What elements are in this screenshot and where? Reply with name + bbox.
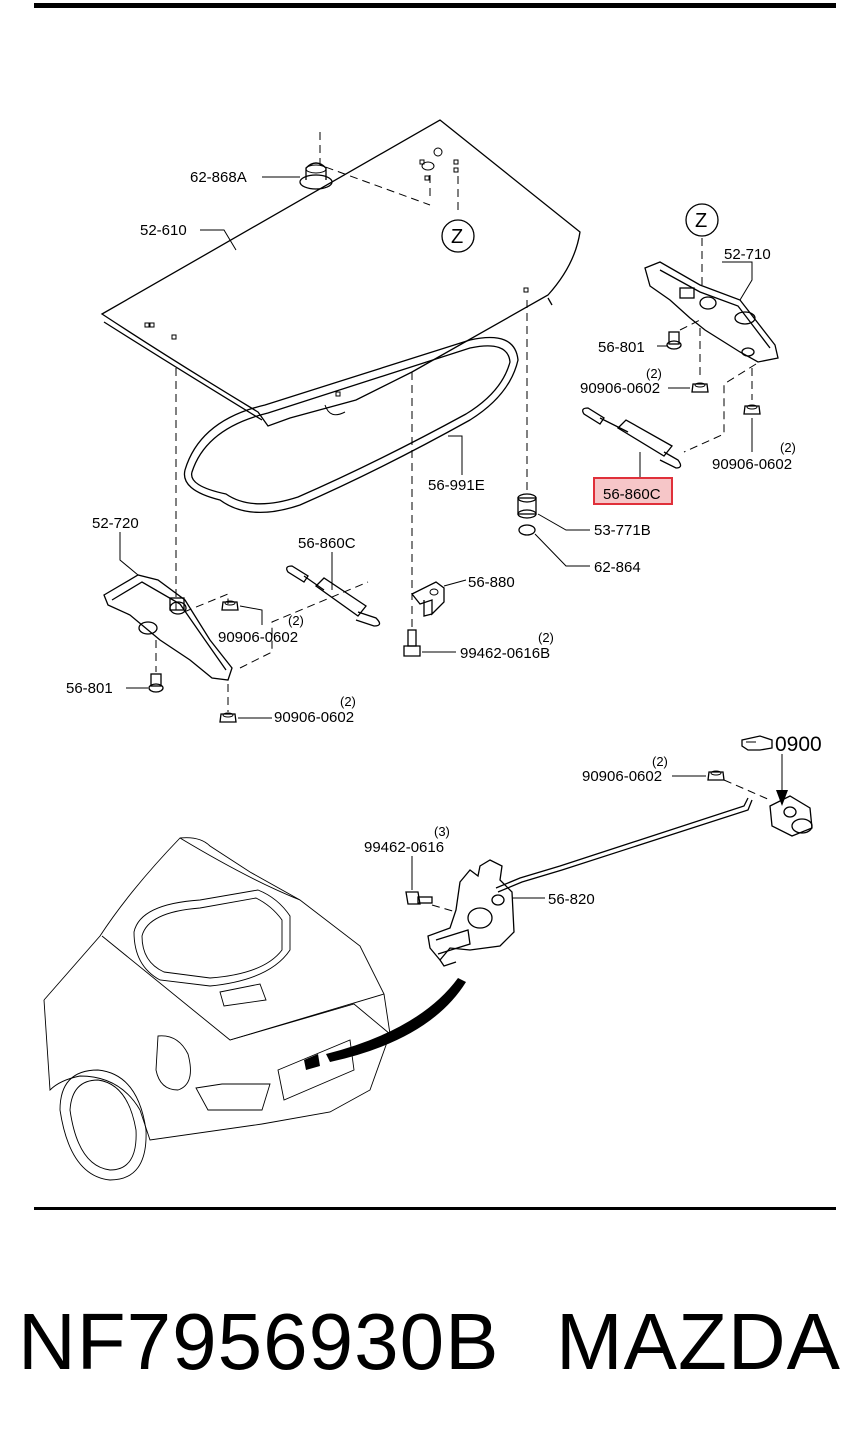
label-90906-lower: 90906-0602 <box>582 768 662 785</box>
car-rear-illustration <box>43 837 391 1181</box>
svg-text:Z: Z <box>451 226 463 248</box>
label-56-880: 56-880 <box>468 574 515 591</box>
bumper-62-868a <box>299 162 333 190</box>
label-56-801-right: 56-801 <box>598 339 645 356</box>
footer-part-number: NF7956930B <box>18 1297 500 1386</box>
bolt-56-801-left <box>148 673 164 693</box>
label-56-801-left: 56-801 <box>66 680 113 697</box>
callout-z-right: Z <box>685 203 719 237</box>
top-rule <box>34 3 836 8</box>
qty-99462-0616b: (2) <box>538 630 554 645</box>
label-56-991e: 56-991E <box>428 477 485 494</box>
bottom-rule <box>34 1207 836 1210</box>
callout-z-top: Z <box>441 219 475 253</box>
label-52-720: 52-720 <box>92 515 139 532</box>
gas-strut-left <box>286 565 381 627</box>
nut-90906-right-1 <box>691 382 709 393</box>
nut-90906-right-2 <box>743 404 761 415</box>
bolt-99462-0616 <box>405 891 433 905</box>
bolt-99462-0616b <box>403 629 421 657</box>
label-90906-right-2: 90906-0602 <box>712 456 792 473</box>
weatherstrip <box>183 336 519 514</box>
label-62-868a: 62-868A <box>190 169 247 186</box>
reference-hand-icon <box>741 735 773 751</box>
qty-90906-right-2: (2) <box>780 440 796 455</box>
gas-strut-right <box>582 407 682 469</box>
hinge-right <box>644 261 779 363</box>
key-cylinder <box>769 795 813 837</box>
nut-90906-left-1 <box>221 600 239 611</box>
nut-90906-lower <box>707 770 725 781</box>
bolt-56-801-right <box>666 331 682 350</box>
label-99462-0616b: 99462-0616B <box>460 645 550 662</box>
label-90906-right-1: 90906-0602 <box>580 380 660 397</box>
latch-56-820 <box>427 859 515 967</box>
label-90906-left-2: 90906-0602 <box>274 709 354 726</box>
label-99462-0616: 99462-0616 <box>364 839 444 856</box>
qty-90906-left-2: (2) <box>340 694 356 709</box>
label-56-860c-highlighted: 56-860C <box>603 486 661 503</box>
label-56-820: 56-820 <box>548 891 595 908</box>
highlight-box <box>593 477 673 505</box>
qty-90906-right-1: (2) <box>646 366 662 381</box>
qty-90906-left-1: (2) <box>288 613 304 628</box>
label-56-860c-left: 56-860C <box>298 535 356 552</box>
label-62-864: 62-864 <box>594 559 641 576</box>
svg-text:Z: Z <box>695 210 707 232</box>
label-53-771b: 53-771B <box>594 522 651 539</box>
bushing-53-771b <box>517 493 537 519</box>
nut-90906-left-2 <box>219 712 237 723</box>
footer-brand: MAZDA <box>556 1297 841 1386</box>
label-90906-left-1: 90906-0602 <box>218 629 298 646</box>
qty-90906-lower: (2) <box>652 754 668 769</box>
label-52-710: 52-710 <box>724 246 771 263</box>
qty-99462-0616: (3) <box>434 824 450 839</box>
bracket-56-880 <box>410 581 445 617</box>
label-52-610: 52-610 <box>140 222 187 239</box>
label-0900: 0900 <box>775 733 822 756</box>
hinge-left <box>103 574 233 681</box>
ring-62-864 <box>518 524 536 536</box>
trunk-lid <box>100 119 581 427</box>
